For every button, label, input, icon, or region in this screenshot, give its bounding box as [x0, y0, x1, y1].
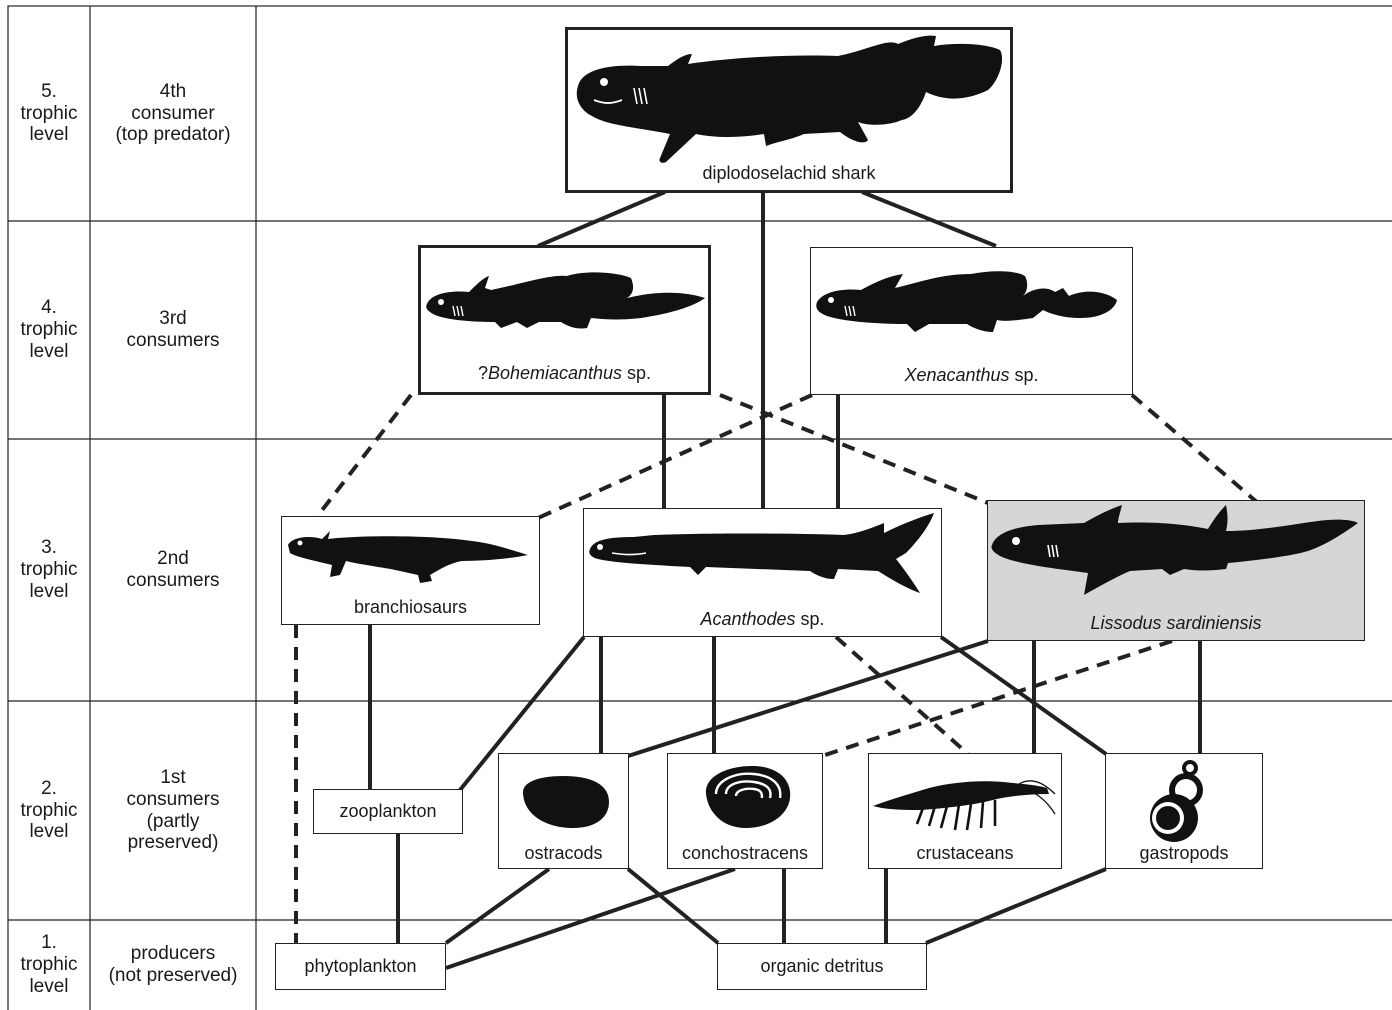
diplodoselachid-shark-icon: [576, 35, 1003, 163]
xenacanthus-genus: Xenacanthus: [904, 365, 1010, 385]
zooplankton-label: zooplankton: [339, 801, 437, 821]
dashed-feeding-links: [294, 393, 1260, 943]
node-xenacanthus: Xenacanthus sp.: [810, 247, 1133, 395]
acanthodes-genus: Acanthodes: [700, 609, 796, 629]
node-diplodoselachid-shark: diplodoselachid shark: [565, 27, 1013, 193]
link-ostracods-phytoplankton: [444, 867, 551, 945]
link-acanthodes-gastropods: [939, 635, 1108, 756]
bohemiacanthus-label: ?Bohemiacanthus sp.: [421, 363, 708, 384]
solid-feeding-links: [368, 190, 1202, 970]
link-lissodus-ostracods: [627, 639, 989, 758]
crustacean-icon: [873, 780, 1056, 831]
level-5-number-cell: 5.trophic level: [8, 6, 90, 221]
level-2-number-cell: 2.trophic level: [8, 701, 90, 920]
xenacanthus-icon: [816, 271, 1117, 332]
bohemiacanthus-suffix: sp.: [622, 363, 652, 383]
level-5-name: trophic level: [20, 102, 78, 146]
level-2-number: 2.: [41, 777, 57, 799]
level-2-name: trophic level: [20, 799, 78, 843]
node-conchostracens: conchostracens: [667, 753, 823, 869]
link-xenacanthus-branchiosaurs: [537, 393, 813, 520]
level-4-number: 4.: [41, 297, 57, 319]
bohemiacanthus-prefix: ?: [477, 363, 488, 383]
node-zooplankton: zooplankton: [313, 789, 463, 834]
node-organic-detritus: organic detritus: [717, 943, 927, 990]
node-lissodus: Lissodus sardiniensis: [987, 500, 1365, 641]
node-gastropods: gastropods: [1105, 753, 1263, 869]
node-bohemiacanthus: ?Bohemiacanthus sp.: [418, 245, 711, 395]
level-1-number-cell: 1.trophic level: [8, 920, 90, 1010]
level-3-number-cell: 3.trophic level: [8, 439, 90, 701]
bohemiacanthus-genus: Bohemiacanthus: [487, 363, 623, 383]
xenacanthus-suffix: sp.: [1009, 365, 1039, 385]
xenacanthus-label: Xenacanthus sp.: [811, 365, 1132, 386]
lissodus-label: Lissodus sardiniensis: [1090, 613, 1262, 633]
level-1-role: producers (not preserved): [108, 943, 238, 986]
link-ostracods-detritus: [626, 867, 720, 945]
node-branchiosaurs: branchiosaurs: [281, 516, 540, 625]
link-conchostracens-phytoplankton: [445, 867, 736, 970]
crustaceans-label: crustaceans: [916, 843, 1014, 863]
conchostracan-icon: [705, 766, 791, 828]
gastropod-icon: [1150, 760, 1203, 842]
link-lissodus-conchostracens: [821, 639, 1173, 758]
trophic-table-grid: [7, 5, 1392, 1010]
node-crustaceans: crustaceans: [868, 753, 1062, 869]
level-3-number: 3.: [41, 537, 57, 559]
link-acanthodes-crustaceans: [834, 635, 970, 756]
ostracod-icon: [523, 776, 609, 828]
link-shark-bohemiacanthus: [537, 190, 666, 248]
level-4-name: trophic level: [20, 319, 78, 362]
phytoplankton-label: phytoplankton: [304, 956, 417, 976]
node-ostracods: ostracods: [498, 753, 629, 869]
branchiosaurs-label: branchiosaurs: [353, 597, 468, 617]
link-bohemiacanthus-lissodus: [719, 393, 989, 505]
link-bohemiacanthus-branchiosaurs: [314, 393, 413, 520]
acanthodes-suffix: sp.: [795, 609, 825, 629]
level-5-role: 4th consumer (top predator): [115, 80, 231, 146]
diplodoselachid-shark-label: diplodoselachid shark: [702, 163, 876, 183]
ostracods-label: ostracods: [524, 843, 603, 863]
link-shark-xenacanthus: [861, 190, 997, 248]
level-3-role-cell: 2nd consumers: [90, 439, 256, 701]
level-5-role-cell: 4th consumer (top predator): [90, 6, 256, 221]
lissodus-shark-icon: [991, 505, 1358, 595]
link-xenacanthus-lissodus: [1130, 393, 1260, 505]
level-3-name: trophic level: [20, 559, 78, 602]
bohemiacanthus-icon: [426, 272, 705, 329]
acanthodes-label: Acanthodes sp.: [584, 609, 941, 630]
level-1-role-cell: producers (not preserved): [90, 920, 256, 1010]
link-acanthodes-zooplankton: [458, 635, 586, 792]
level-3-role: 2nd consumers: [126, 548, 220, 591]
level-4-role-cell: 3rd consumers: [90, 221, 256, 439]
link-gastropods-detritus: [925, 867, 1107, 945]
level-4-number-cell: 4.trophic level: [8, 221, 90, 439]
conchostracens-label: conchostracens: [681, 843, 809, 863]
level-2-role-cell: 1st consumers (partly preserved): [90, 701, 256, 920]
node-acanthodes: Acanthodes sp.: [583, 508, 942, 637]
level-1-name: trophic level: [20, 954, 78, 997]
level-1-number: 1.: [41, 932, 57, 954]
node-phytoplankton: phytoplankton: [275, 943, 446, 990]
branchiosaur-icon: [288, 531, 528, 583]
gastropods-label: gastropods: [1139, 843, 1229, 863]
level-4-role: 3rd consumers: [126, 308, 220, 351]
level-2-role: 1st consumers (partly preserved): [126, 766, 220, 854]
level-5-number: 5.: [41, 80, 57, 102]
acanthodes-icon: [589, 513, 934, 593]
organic-detritus-label: organic detritus: [760, 956, 884, 976]
